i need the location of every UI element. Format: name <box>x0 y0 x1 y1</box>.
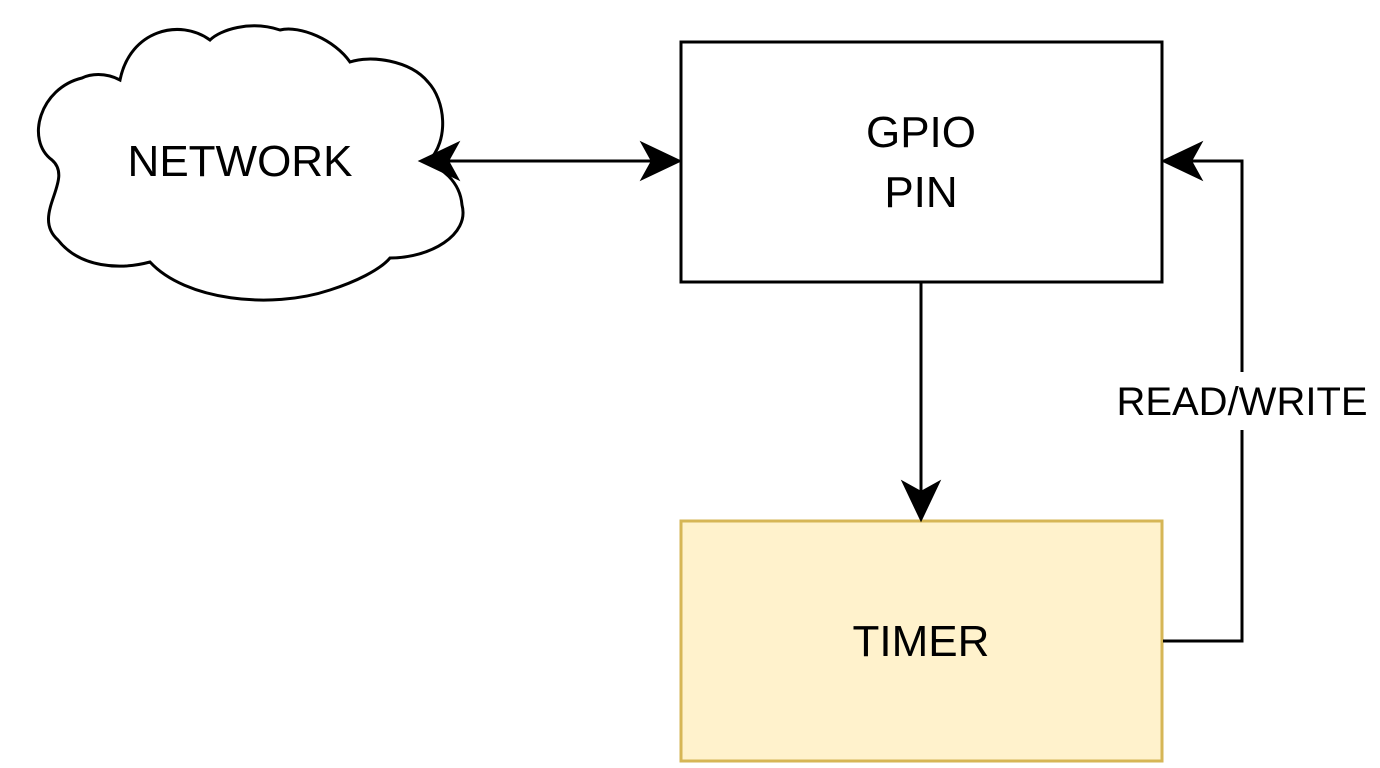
timer-node[interactable]: TIMER <box>679 519 1164 763</box>
timer-label: TIMER <box>853 617 990 666</box>
network-node[interactable]: NETWORK <box>36 24 465 302</box>
arrowhead-left-icon <box>417 140 461 182</box>
arrowhead-left-icon <box>1160 140 1204 182</box>
arrowhead-down-icon <box>900 479 942 523</box>
edge-label-background <box>1104 372 1380 430</box>
gpio-label-line2: PIN <box>884 168 957 217</box>
timer-box <box>679 519 1164 763</box>
gpio-label-line1: GPIO <box>866 108 976 157</box>
edge-timer-gpio[interactable]: READ/WRITE <box>1104 140 1380 643</box>
gpio-pin-box <box>679 40 1164 284</box>
network-cloud-shape <box>36 24 465 302</box>
arrowhead-right-icon <box>639 140 683 182</box>
edge-gpio-timer[interactable] <box>900 283 942 523</box>
read-write-label: READ/WRITE <box>1116 380 1367 424</box>
edge-network-gpio[interactable] <box>417 140 683 182</box>
gpio-pin-node[interactable]: GPIO PIN <box>679 40 1164 284</box>
network-label: NETWORK <box>128 137 353 186</box>
